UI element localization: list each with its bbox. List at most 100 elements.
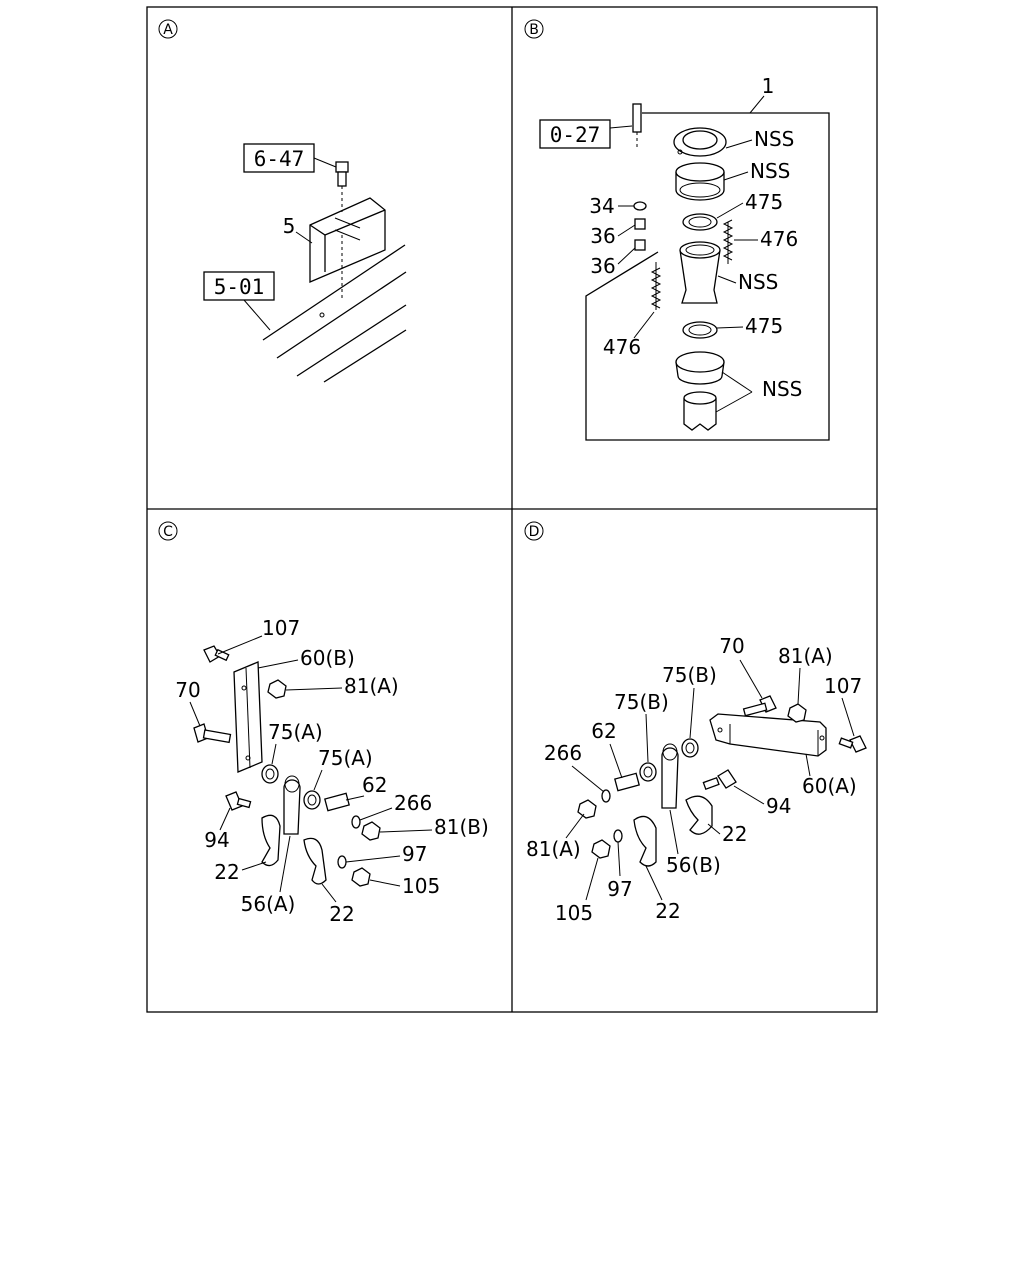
bolt-0-27: [632, 103, 642, 148]
label-nss-flange-lower: NSS: [723, 159, 790, 183]
panel-a-marker: A: [158, 19, 178, 39]
label-nss-clamp: NSS: [715, 371, 802, 413]
panel-d-marker: D: [524, 521, 544, 541]
label-94-c: 94: [204, 807, 231, 852]
svg-text:36: 36: [590, 254, 615, 278]
bolt-107-d: [838, 735, 867, 753]
label-6-47: 6-47: [243, 143, 337, 173]
washer-34: [633, 201, 647, 211]
nut-81b-c: [361, 821, 381, 841]
label-5: 5: [283, 214, 313, 244]
panel-c-marker: C: [158, 521, 178, 541]
svg-text:6-47: 6-47: [254, 147, 305, 171]
svg-text:0-27: 0-27: [550, 123, 601, 147]
washer-97-d: [613, 829, 623, 843]
spring-476-right: [722, 219, 734, 264]
svg-text:22: 22: [329, 902, 354, 926]
svg-text:62: 62: [591, 719, 616, 743]
label-475-lower: 475: [716, 314, 783, 338]
spacer-62-c: [324, 792, 350, 812]
svg-text:94: 94: [766, 794, 791, 818]
svg-text:B: B: [529, 22, 539, 38]
ring-475-upper: [682, 213, 718, 231]
label-81a-left-d: 81(A): [526, 813, 585, 861]
bolt-94-d: [702, 769, 737, 790]
svg-text:105: 105: [555, 901, 593, 925]
bolt-107-c: [203, 645, 230, 663]
flange-lower: [675, 162, 725, 201]
svg-text:94: 94: [204, 828, 229, 852]
svg-text:C: C: [163, 524, 173, 540]
svg-text:56(B): 56(B): [666, 853, 721, 877]
bracket-60b: [233, 661, 263, 773]
panel-b: B: [524, 19, 830, 441]
label-0-27: 0-27: [539, 119, 633, 149]
svg-text:475: 475: [745, 190, 783, 214]
nut-81a-left-d: [577, 799, 597, 819]
svg-text:75(A): 75(A): [318, 746, 373, 770]
svg-text:60(B): 60(B): [300, 646, 355, 670]
svg-text:97: 97: [402, 842, 427, 866]
svg-text:1: 1: [762, 74, 775, 98]
label-105-c: 105: [369, 874, 440, 898]
label-475-upper: 475: [716, 190, 783, 219]
flange-top: [673, 127, 727, 157]
nut-105-c: [351, 867, 371, 887]
svg-text:NSS: NSS: [754, 127, 794, 151]
label-36-a: 36: [590, 224, 636, 248]
svg-text:70: 70: [175, 678, 200, 702]
label-60b: 60(B): [257, 646, 355, 670]
svg-text:D: D: [529, 524, 540, 540]
label-107-c: 107: [217, 616, 300, 655]
clamp-22-left-c: [261, 814, 281, 867]
clamp-22-left-d: [633, 815, 657, 867]
washer-97-c: [337, 855, 347, 869]
svg-text:5: 5: [283, 214, 296, 238]
panel-grid: [146, 6, 878, 1013]
label-75b-right: 75(B): [662, 663, 717, 739]
bolt-70-d: [742, 695, 777, 717]
svg-text:A: A: [163, 22, 173, 38]
link-56b: [661, 743, 679, 809]
svg-text:22: 22: [655, 899, 680, 923]
svg-text:81(A): 81(A): [778, 644, 833, 668]
svg-text:34: 34: [589, 194, 614, 218]
svg-text:81(A): 81(A): [526, 837, 581, 861]
label-34: 34: [589, 194, 634, 218]
bolt-6-47: [335, 161, 349, 212]
bolt-94-c: [225, 791, 252, 811]
label-56b: 56(B): [666, 809, 721, 877]
label-62-c: 62: [345, 773, 387, 801]
svg-text:70: 70: [719, 634, 744, 658]
label-22-left-c: 22: [214, 860, 267, 884]
panel-a: A 6-47: [158, 19, 407, 383]
svg-text:476: 476: [760, 227, 798, 251]
svg-text:81(B): 81(B): [434, 815, 489, 839]
link-56a: [283, 775, 301, 835]
assembly-boundary: [585, 112, 830, 441]
panel-d: D: [524, 521, 867, 925]
svg-text:5-01: 5-01: [214, 275, 265, 299]
label-nss-flange-top: NSS: [725, 127, 794, 151]
svg-text:75(A): 75(A): [268, 720, 323, 744]
bracket-5: [309, 197, 386, 300]
nut-36-b: [634, 239, 646, 251]
bush-75b-right: [681, 738, 699, 758]
label-81a-top-d: 81(A): [778, 644, 833, 705]
svg-text:107: 107: [262, 616, 300, 640]
svg-text:NSS: NSS: [750, 159, 790, 183]
panel-b-marker: B: [524, 19, 544, 39]
svg-text:NSS: NSS: [762, 377, 802, 401]
label-476-left: 476: [603, 311, 655, 359]
svg-text:22: 22: [214, 860, 239, 884]
nut-81a-c: [267, 679, 287, 699]
label-56a: 56(A): [241, 835, 295, 916]
svg-text:62: 62: [362, 773, 387, 797]
spring-476-left: [650, 262, 662, 310]
label-75a-2: 75(A): [313, 746, 373, 791]
clamp-22-right-d: [685, 795, 713, 835]
label-97-c: 97: [345, 842, 427, 866]
nut-105-d: [591, 839, 611, 859]
washer-266-d: [601, 789, 611, 803]
label-75b-left: 75(B): [614, 690, 669, 763]
